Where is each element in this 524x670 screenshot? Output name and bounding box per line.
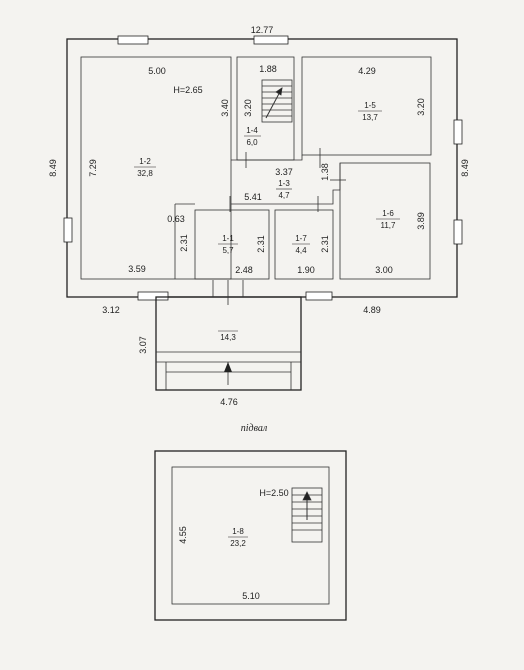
- right-height: 8.49: [460, 159, 470, 177]
- room-1-8-id: 1-8: [232, 527, 244, 536]
- porch: [155, 280, 302, 391]
- room-1-6-width: 3.00: [375, 265, 393, 275]
- window-left: [63, 217, 73, 243]
- room-1-2-height: 7.29: [88, 159, 98, 177]
- room-1-8-area: 23,2: [230, 539, 246, 548]
- room-1-5-area: 13,7: [362, 113, 378, 122]
- room-1-4-height: 3.20: [243, 99, 253, 117]
- left-height: 8.49: [48, 159, 58, 177]
- basement-ceiling-height: H=2.50: [259, 488, 288, 498]
- room-1-7-outline: [274, 209, 334, 280]
- room-1-2-width-bottom: 3.59: [128, 264, 146, 274]
- room-1-5-width: 4.29: [358, 66, 376, 76]
- basement-room-outline: [171, 466, 330, 605]
- room-1-6-id: 1-6: [382, 209, 394, 218]
- door-marks: [229, 148, 346, 212]
- room-1-1-height: 2.31: [256, 235, 266, 253]
- basement: H=2.50 1-8 23,2 4.55 5.10: [154, 450, 347, 621]
- room-1-8-width: 5.10: [242, 591, 260, 601]
- room-1-8-height: 4.55: [178, 526, 188, 544]
- room-1-7-height: 2.31: [320, 235, 330, 253]
- porch-outline: [155, 296, 302, 391]
- window-top-left: [117, 35, 149, 45]
- room-1-4-width: 1.88: [259, 64, 277, 74]
- basement-outer-wall: [154, 450, 347, 621]
- corridor-height: 1.38: [320, 163, 330, 181]
- stairs-icon: [261, 79, 293, 123]
- windows: [63, 35, 463, 301]
- room-1-5-height: 3.20: [416, 98, 426, 116]
- outer-wall: [66, 38, 458, 298]
- room-1-5-id: 1-5: [364, 101, 376, 110]
- main-floor-walls: [66, 38, 458, 298]
- room-1-7-width: 1.90: [297, 265, 315, 275]
- window-right-upper: [453, 119, 463, 145]
- room-1-2-notch: 0.63: [167, 214, 185, 224]
- basement-stairs-icon: [291, 487, 323, 543]
- room-1-7-area: 4,4: [295, 246, 307, 255]
- room-1-1-width: 2.48: [235, 265, 253, 275]
- main-ceiling-height: H=2.65: [173, 85, 202, 95]
- corridor-bottom: [231, 163, 341, 205]
- window-bottom-left: [137, 291, 169, 301]
- window-right-lower: [453, 219, 463, 245]
- room-1-2-outline: [80, 56, 232, 280]
- bottom-left-dim: 3.12: [102, 305, 120, 315]
- corridor-top: [231, 155, 303, 161]
- porch-width: 4.76: [220, 397, 238, 407]
- window-top-mid: [253, 35, 289, 45]
- room-1-4-id: 1-4: [246, 126, 258, 135]
- room-1-4-height2: 3.40: [220, 99, 230, 117]
- room-1-1-outline: [194, 209, 270, 280]
- room-1-7-id: 1-7: [295, 234, 307, 243]
- room-1-2-width-top: 5.00: [148, 66, 166, 76]
- room-1-6-area: 11,7: [381, 221, 397, 230]
- room-1-1-area: 5,7: [222, 246, 234, 255]
- overall-width: 12.77: [251, 25, 274, 35]
- corridor-width2: 5.41: [244, 192, 262, 202]
- room-1-5-outline: [301, 56, 432, 156]
- basement-caption: підвал: [241, 423, 268, 434]
- porch-area: 14,3: [220, 333, 236, 342]
- bottom-right-dim: 4.89: [363, 305, 381, 315]
- room-1-6-outline: [339, 162, 431, 280]
- room-1-2-area: 32,8: [137, 169, 153, 178]
- room-1-3-area: 4,7: [278, 191, 290, 200]
- room-1-1-id: 1-1: [222, 234, 234, 243]
- room-1-4-area: 6,0: [246, 138, 258, 147]
- room-1-2-id: 1-2: [139, 157, 151, 166]
- room-1-3-id: 1-3: [278, 179, 290, 188]
- porch-height: 3.07: [138, 336, 148, 354]
- room-1-6-height: 3.89: [416, 212, 426, 230]
- main-floor-labels: 12.77 8.49 8.49 3.12 4.89 H=2.65 5.00 7.…: [48, 25, 470, 407]
- room-1-2-height2: 2.31: [179, 234, 189, 252]
- window-bottom-right: [305, 291, 333, 301]
- entry-arrowhead-icon: [224, 362, 232, 372]
- corridor-width: 3.37: [275, 167, 293, 177]
